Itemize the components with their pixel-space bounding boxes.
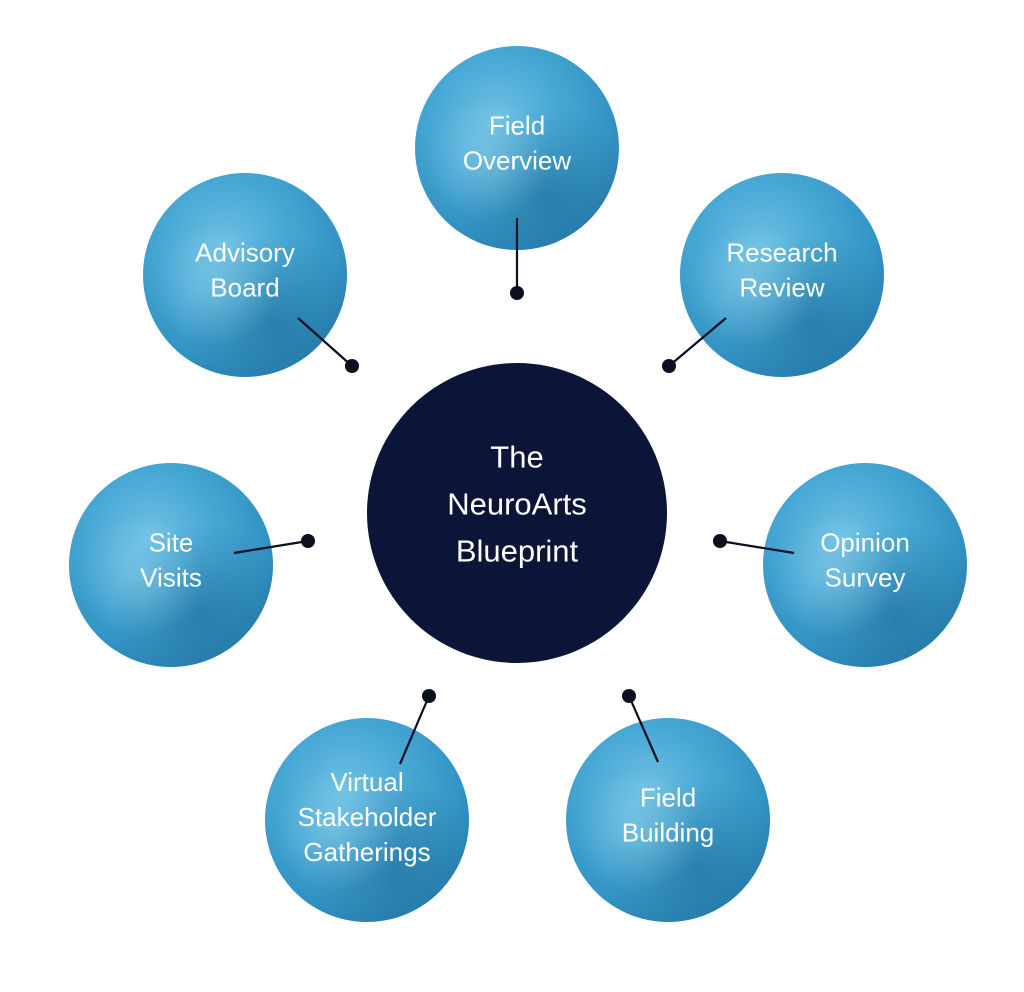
connector-line-advisory-board (297, 317, 353, 367)
connectors-layer (233, 218, 795, 765)
node-label-field-overview-line-2: Overview (463, 146, 572, 176)
center-title-line-2: NeuroArts (447, 487, 587, 522)
connector-field-building (622, 689, 660, 763)
node-watercolor-highlight-opinion-survey (763, 463, 967, 667)
connector-line-research-review (668, 317, 727, 367)
node-label-virtual-stakeholder-gatherings-line-1: Virtual (330, 767, 403, 797)
connector-dot-field-overview (510, 286, 524, 300)
node-label-field-building-line-2: Building (622, 818, 715, 848)
node-label-opinion-survey-line-1: Opinion (820, 528, 910, 558)
node-watercolor-highlight-virtual-stakeholder-gatherings (265, 718, 469, 922)
node-label-site-visits-line-2: Visits (140, 563, 202, 593)
connector-line-site-visits (233, 539, 309, 555)
connector-dot-opinion-survey (713, 534, 727, 548)
connector-dot-site-visits (301, 534, 315, 548)
node-label-field-building-line-1: Field (640, 783, 696, 813)
connector-virtual-stakeholder-gatherings (398, 689, 436, 765)
connector-dot-research-review (662, 359, 676, 373)
node-label-advisory-board-line-1: Advisory (195, 238, 295, 268)
connector-opinion-survey (713, 534, 795, 555)
node-label-advisory-board-line-2: Board (210, 273, 279, 303)
connector-research-review (662, 317, 727, 373)
node-label-research-review-line-1: Research (726, 238, 837, 268)
connector-line-virtual-stakeholder-gatherings (398, 695, 431, 765)
node-watercolor-highlight-site-visits (69, 463, 273, 667)
node-label-field-overview-line-1: Field (489, 111, 545, 141)
node-label-virtual-stakeholder-gatherings-line-2: Stakeholder (298, 802, 437, 832)
node-watercolor-highlight-research-review (680, 173, 884, 377)
node-label-site-visits-line-1: Site (149, 528, 194, 558)
connector-dot-field-building (622, 689, 636, 703)
connector-site-visits (233, 534, 315, 555)
nodes-layer: FieldOverviewResearchReviewOpinionSurvey… (69, 46, 967, 922)
node-watercolor-highlight-field-overview (415, 46, 619, 250)
node-watercolor-highlight-advisory-board (143, 173, 347, 377)
connector-line-field-building (627, 695, 660, 763)
connector-advisory-board (297, 317, 359, 373)
center-circle (367, 363, 667, 663)
center-node: The NeuroArts Blueprint (367, 363, 667, 663)
connector-field-overview (510, 218, 524, 300)
node-label-research-review-line-2: Review (739, 273, 824, 303)
node-label-opinion-survey-line-2: Survey (825, 563, 906, 593)
connector-dot-advisory-board (345, 359, 359, 373)
connector-dot-virtual-stakeholder-gatherings (422, 689, 436, 703)
node-label-virtual-stakeholder-gatherings-line-3: Gatherings (303, 837, 430, 867)
connector-line-opinion-survey (719, 539, 795, 555)
center-title-line-1: The (490, 440, 543, 475)
node-watercolor-highlight-field-building (566, 718, 770, 922)
center-title-line-3: Blueprint (456, 534, 579, 569)
